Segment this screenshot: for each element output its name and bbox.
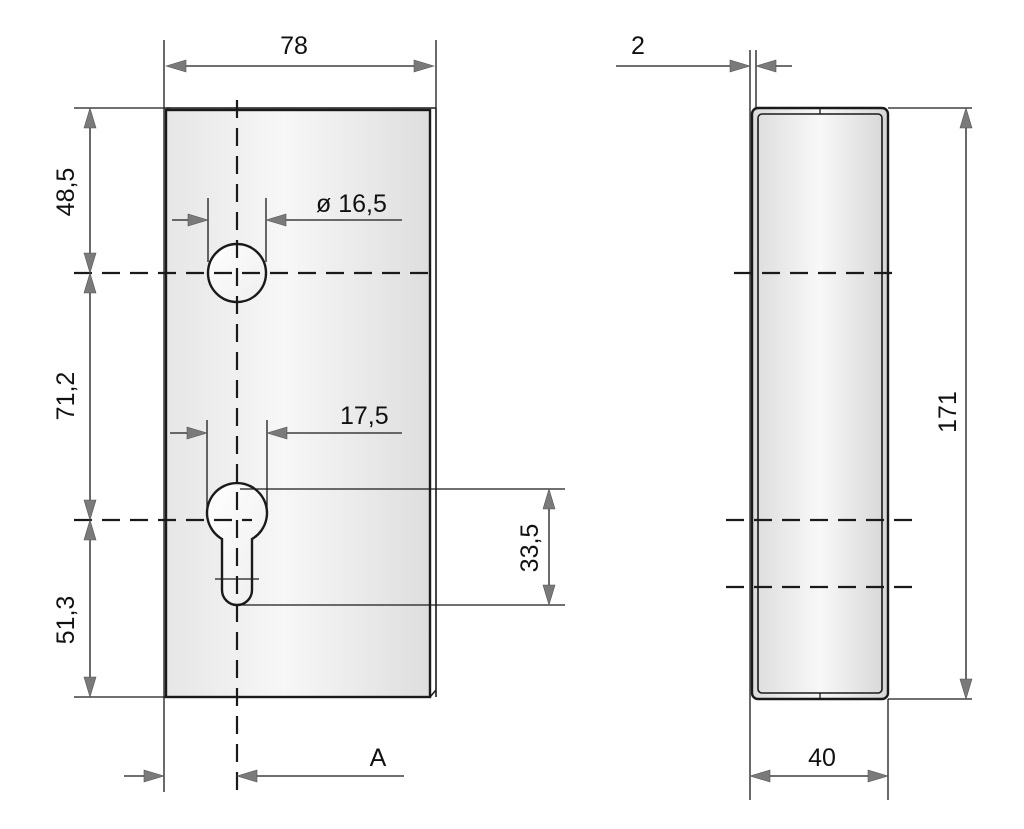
dimension-cylinder-height: 33,5 bbox=[240, 487, 565, 607]
side-box-outer bbox=[750, 106, 890, 701]
wall-thickness-label: 2 bbox=[631, 32, 645, 60]
dimension-cylinder-width: 17,5 bbox=[170, 402, 402, 508]
front-plate bbox=[164, 108, 432, 699]
dimension-bottom-distance: 51,3 bbox=[52, 518, 97, 699]
hole-diameter-label: ø 16,5 bbox=[316, 190, 387, 218]
front-view bbox=[74, 40, 437, 800]
dimension-top-to-hole: 48,5 bbox=[52, 106, 97, 275]
total-height-label: 171 bbox=[934, 391, 962, 433]
dimension-hole-spacing: 71,2 bbox=[52, 271, 97, 522]
dimension-backset: A bbox=[124, 744, 404, 783]
dimension-wall-thickness: 2 bbox=[616, 32, 792, 73]
dimension-hole-diameter: ø 16,5 bbox=[172, 190, 402, 262]
bottom-distance-label: 51,3 bbox=[52, 596, 80, 645]
dimension-total-height: 171 bbox=[934, 106, 973, 701]
dimension-plate-width: 78 bbox=[164, 32, 436, 73]
plate-width-label: 78 bbox=[280, 32, 308, 60]
top-to-hole-label: 48,5 bbox=[52, 168, 80, 217]
dimension-depth: 40 bbox=[748, 744, 890, 783]
depth-label: 40 bbox=[808, 744, 836, 772]
hole-spacing-label: 71,2 bbox=[52, 372, 80, 421]
side-view bbox=[726, 50, 972, 800]
cylinder-width-label: 17,5 bbox=[340, 402, 389, 430]
cylinder-height-label: 33,5 bbox=[516, 524, 544, 573]
backset-label: A bbox=[370, 744, 387, 772]
